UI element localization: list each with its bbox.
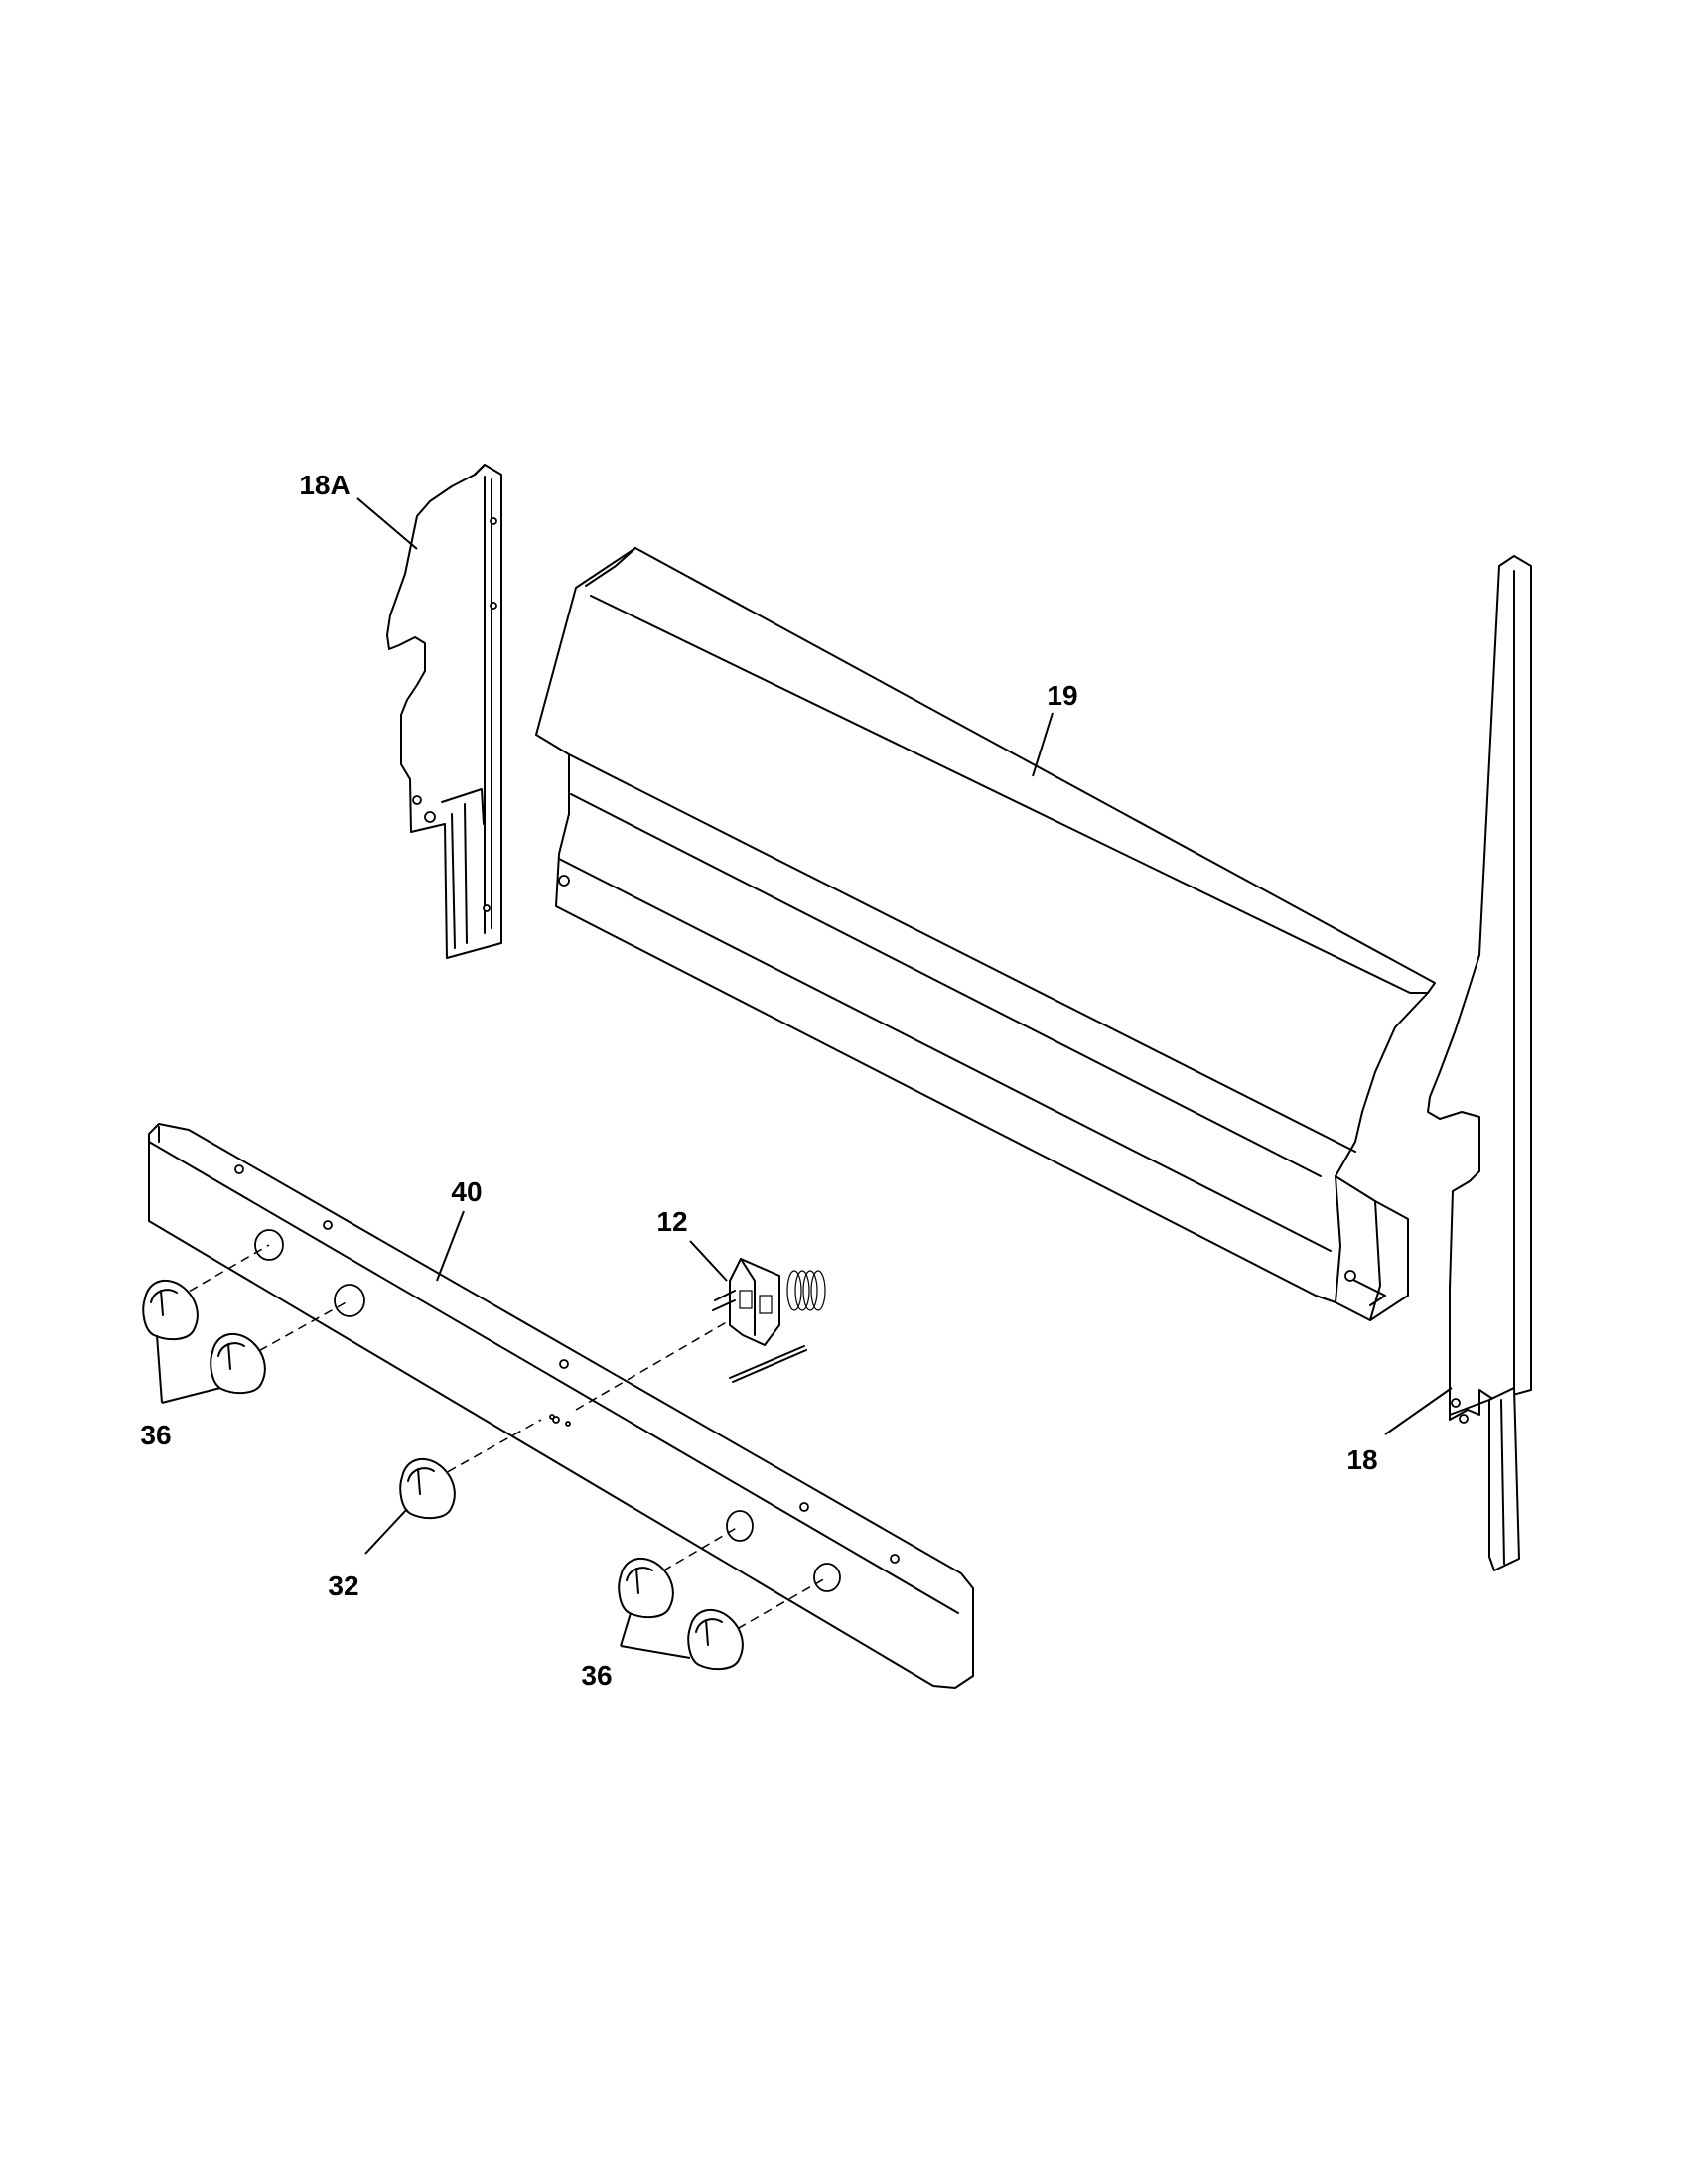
assembly-lines [176,1244,828,1637]
callout-18: 18 [1346,1444,1377,1475]
part-18-right-end-bracket [1427,555,1532,1571]
callout-12: 12 [656,1206,687,1237]
part-36-knob [618,1557,674,1619]
callout-36-right: 36 [581,1660,612,1691]
capillary-coil [786,1270,826,1311]
part-36-knob [210,1332,266,1395]
callout-40: 40 [451,1176,482,1207]
callout-32: 32 [328,1570,358,1601]
leader-lines [156,497,1453,1659]
part-36-knob [687,1608,744,1671]
part-19-backguard-panel [535,547,1436,1321]
callouts: 18A 19 40 12 18 36 32 36 [140,470,1377,1691]
callout-36-left: 36 [140,1420,171,1450]
callout-18a: 18A [299,470,350,500]
part-18a-left-end-bracket [386,464,502,959]
part-12-thermostat [712,1258,826,1383]
part-32-knob [399,1457,456,1520]
part-36-knob [142,1279,199,1341]
part-40-control-panel [148,1123,974,1689]
callout-19: 19 [1047,680,1077,711]
